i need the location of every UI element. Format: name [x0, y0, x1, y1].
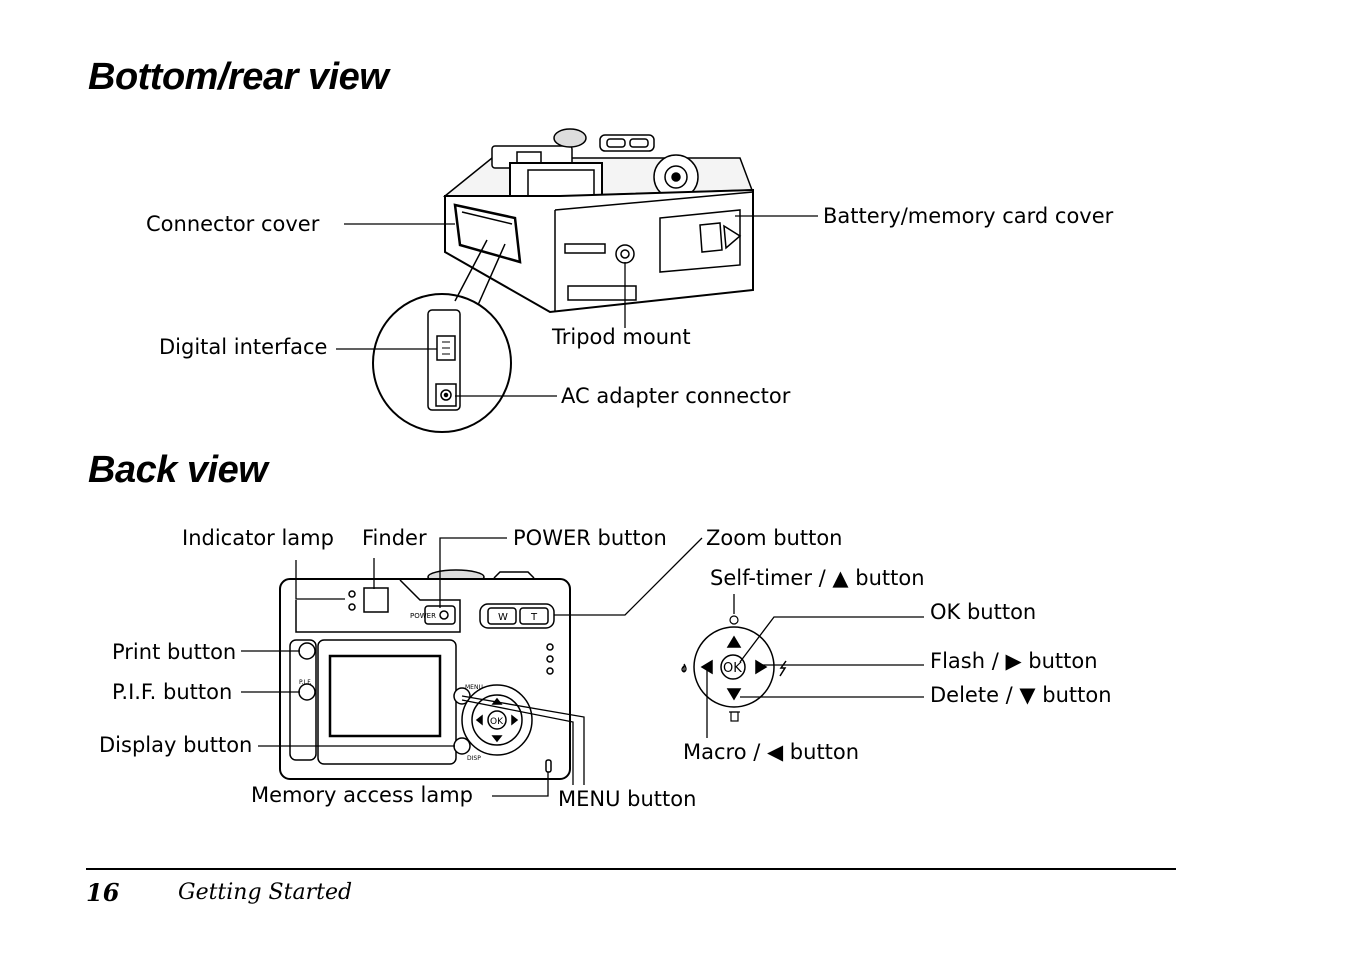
ok-marking-large: OK: [723, 661, 742, 676]
label-macro-button: Macro / ◀ button: [683, 740, 860, 764]
zoom-w-marking: W: [498, 612, 508, 623]
label-finder: Finder: [362, 526, 427, 550]
label-display-button: Display button: [99, 733, 253, 757]
disp-marking: DISP: [467, 755, 481, 762]
label-memory-access-lamp: Memory access lamp: [251, 783, 474, 807]
label-battery-memory-card-cover: Battery/memory card cover: [823, 204, 1114, 228]
label-menu-button: MENU button: [558, 787, 697, 811]
footer-rule: [86, 868, 1176, 870]
back-leader-lines: [241, 537, 924, 797]
label-delete-button: Delete / ▼ button: [930, 683, 1112, 707]
bottom-leader-lines: [336, 215, 818, 397]
heading-bottom-rear-view: Bottom/rear view: [88, 56, 389, 98]
zoom-t-marking: T: [530, 612, 538, 623]
label-ac-adapter-connector: AC adapter connector: [561, 384, 791, 408]
label-zoom-button: Zoom button: [706, 526, 843, 550]
pif-marking: P.I.F.: [299, 679, 312, 686]
page-number: 16: [86, 878, 120, 907]
label-pif-button: P.I.F. button: [112, 680, 233, 704]
label-self-timer-button: Self-timer / ▲ button: [710, 566, 925, 590]
label-indicator-lamp: Indicator lamp: [182, 526, 334, 550]
label-power-button: POWER button: [513, 526, 667, 550]
label-print-button: Print button: [112, 640, 237, 664]
camera-back-illustration: [279, 569, 571, 780]
label-flash-button: Flash / ▶ button: [930, 649, 1098, 673]
label-connector-cover: Connector cover: [146, 212, 320, 236]
label-ok-button: OK button: [930, 600, 1037, 624]
camera-markings: POWER W T OK MENU DISP P.I.F. OK: [299, 612, 742, 762]
heading-back-view: Back view: [88, 449, 268, 491]
camera-bottom-illustration: [372, 128, 754, 433]
menu-marking: MENU: [465, 684, 483, 691]
power-marking: POWER: [410, 612, 436, 620]
label-digital-interface: Digital interface: [159, 335, 328, 359]
ok-marking-small: OK: [490, 717, 504, 727]
section-title: Getting Started: [178, 880, 353, 905]
label-tripod-mount: Tripod mount: [552, 325, 691, 349]
